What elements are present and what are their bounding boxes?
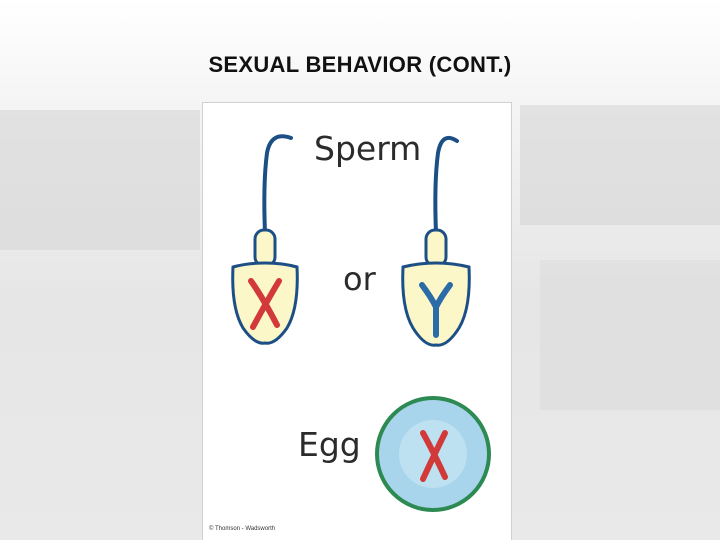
sperm-tail-left [262,134,293,235]
label-or: or [343,260,376,298]
chromosome-x-egg [420,430,448,482]
background-block-left [0,110,200,250]
label-sperm: Sperm [314,129,422,168]
sperm-x [231,134,299,345]
chromosome-y-right [419,282,453,338]
background-block-right [520,105,720,225]
chromosome-x-left [248,278,282,330]
label-egg: Egg [298,425,361,464]
sperm-midpiece-right [424,228,448,268]
slide-title: SEXUAL BEHAVIOR (CONT.) [208,52,512,77]
background-block-right-lower [540,260,720,410]
sperm-tail-right [433,136,459,235]
egg [375,396,491,512]
sperm-y [401,136,471,347]
figure-credit: © Thomson - Wadsworth [209,526,276,532]
figure-drawing [231,134,491,512]
sperm-midpiece-left [253,228,277,268]
chromosome-figure: Sperm or Egg © Thomson - Wadsworth [203,103,511,540]
